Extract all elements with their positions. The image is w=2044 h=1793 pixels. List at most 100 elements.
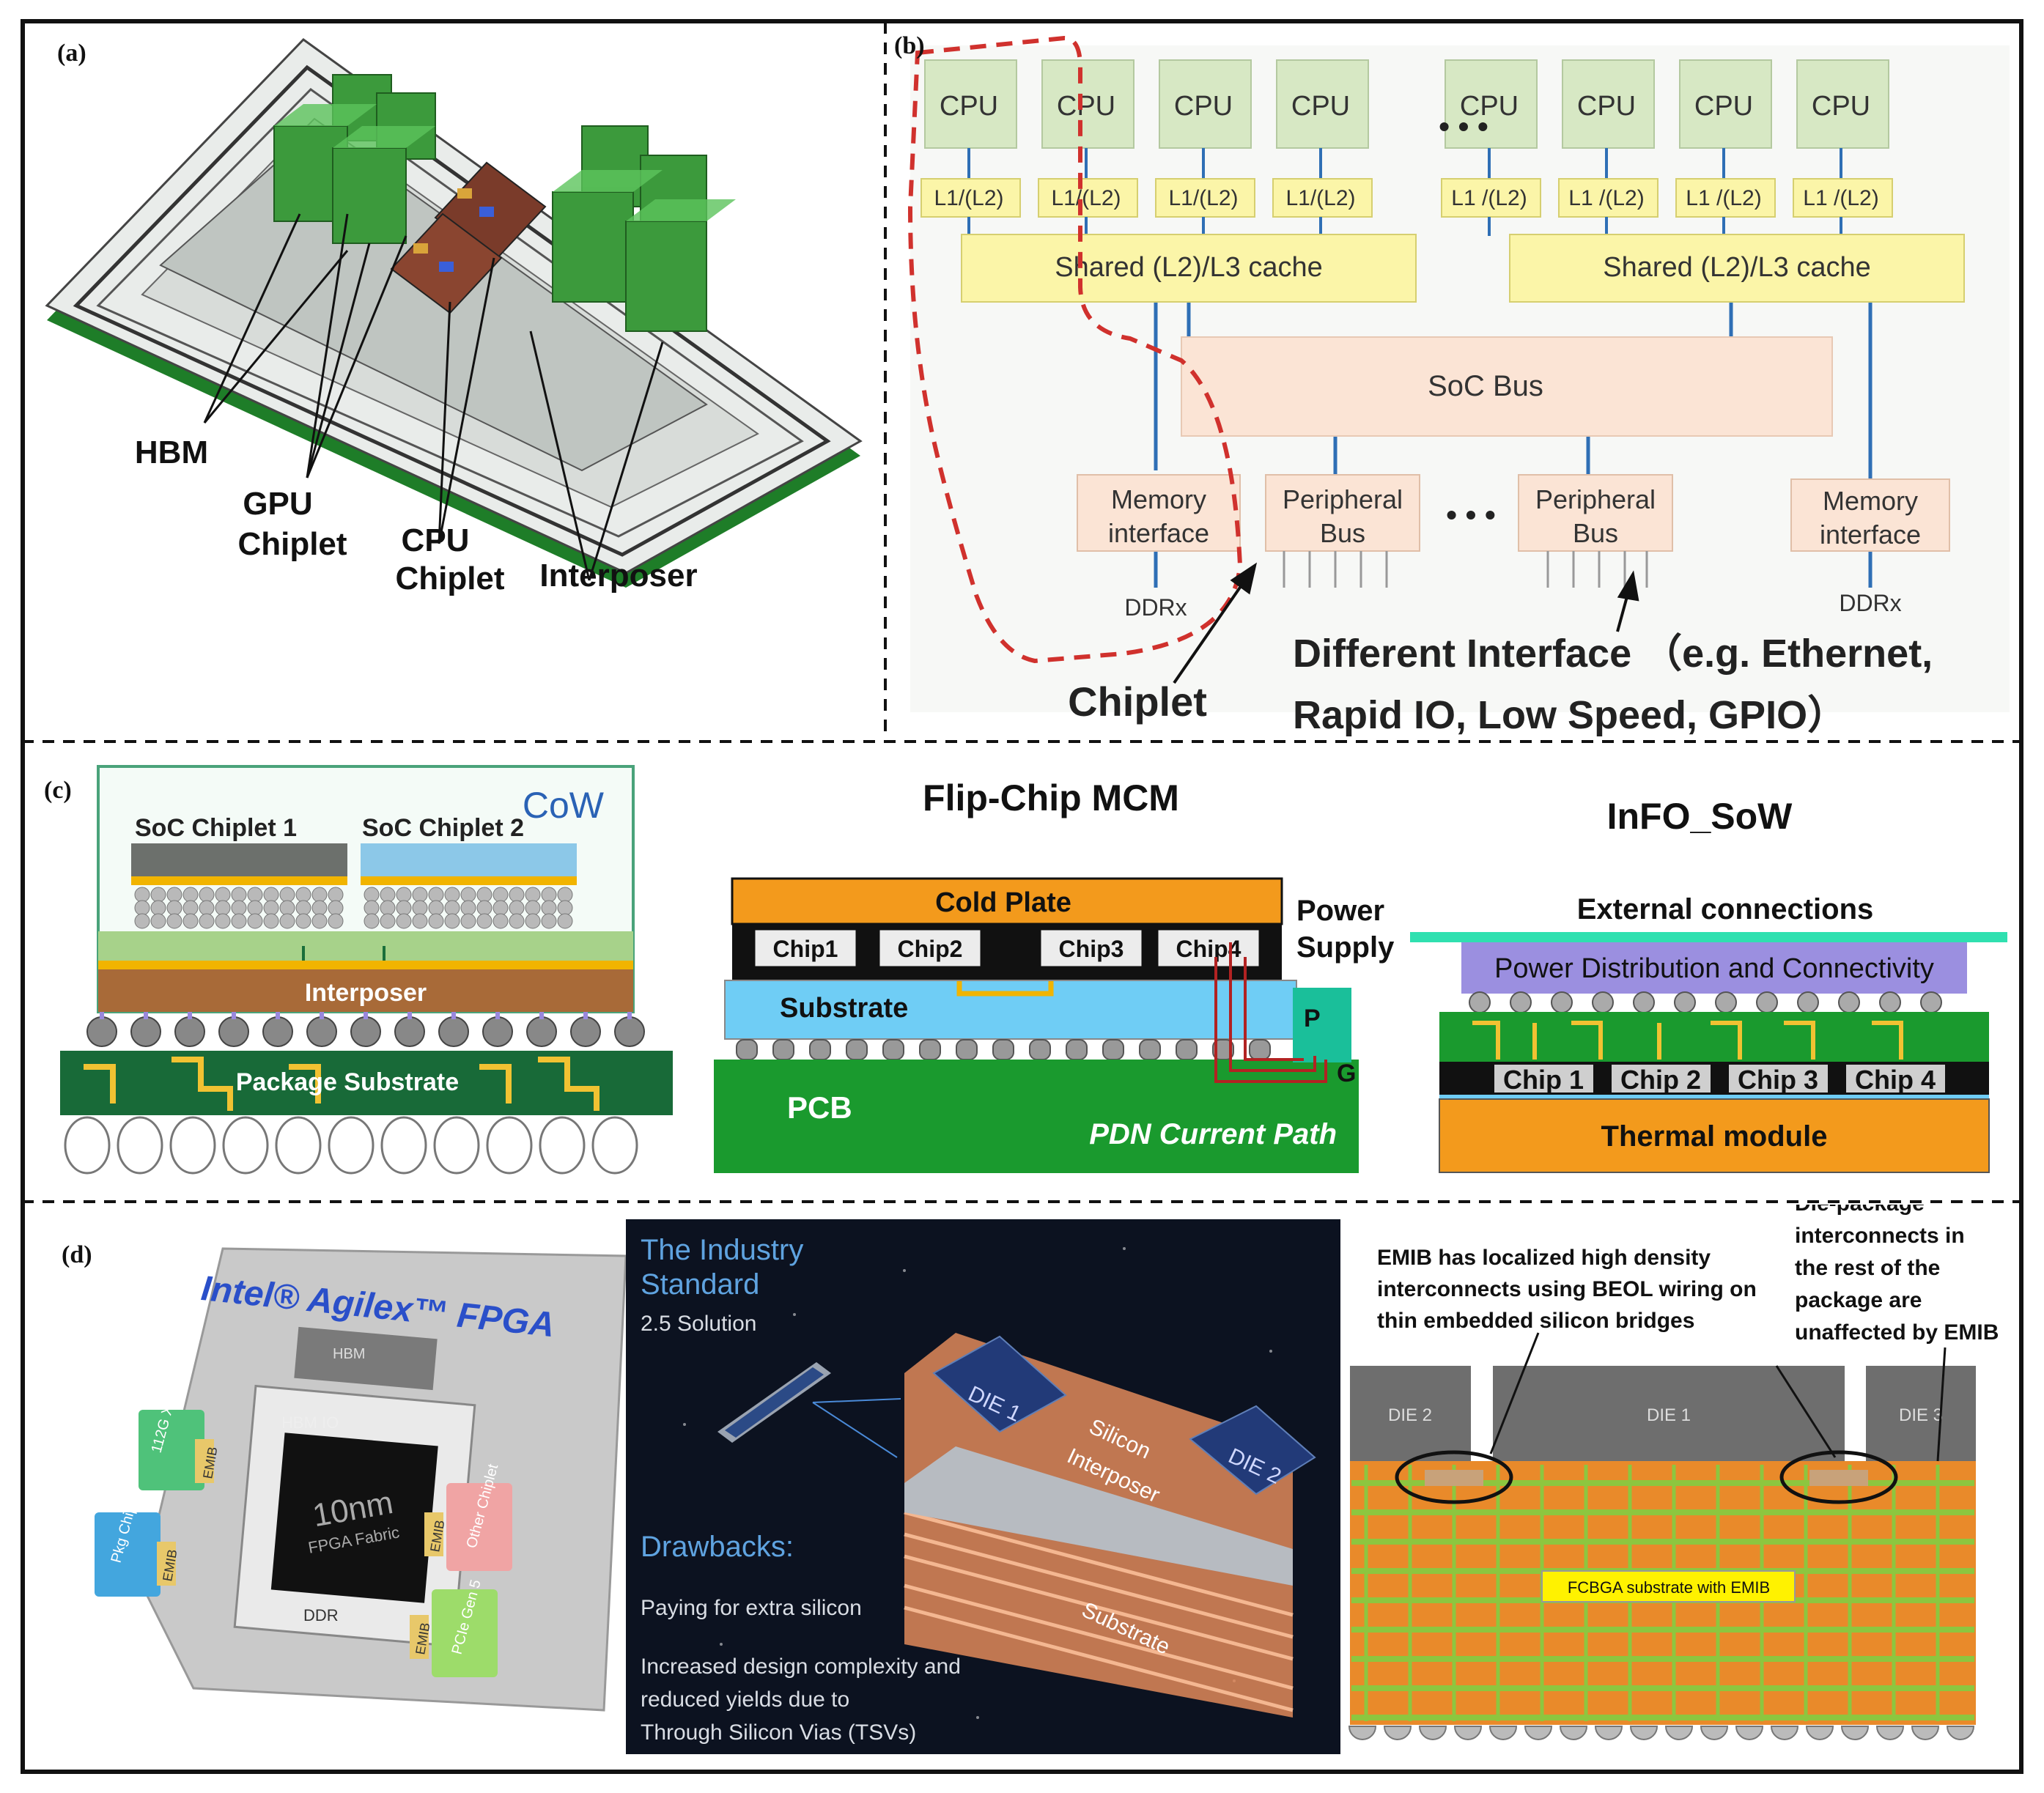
package-substrate-label: Package Substrate (236, 1068, 459, 1096)
cpu-core-label: CPU (940, 91, 998, 122)
multicore-soc-block-diagram: CPU L1/(L2) CPU L1/(L2) CPU L1/(L2) CPU L1/(L2)… (907, 35, 2010, 737)
l1-cache-label: L1/(L2) (1051, 186, 1121, 210)
cpu-core-label: CPU (1460, 91, 1519, 122)
info-chip2: Chip 2 (1620, 1065, 1701, 1095)
panel-b: (b) CPU L1/(L2) CPU L1/(L2) CPU L1/(L2) CPU L1/… (888, 23, 2023, 738)
pcb-label: PCB (787, 1090, 852, 1125)
emib-note1-l2: interconnects using BEOL wiring on (1377, 1277, 1757, 1301)
l1-cache-block (1675, 178, 1776, 218)
mcm-title: Flip-Chip MCM (923, 777, 1179, 818)
mcm-substrate-label: Substrate (780, 993, 908, 1024)
l1-cache-block (1038, 178, 1138, 218)
info-chip4: Chip 4 (1855, 1065, 1936, 1095)
external-connections-label: External connections (1577, 893, 1874, 925)
info-title: InFO_SoW (1607, 796, 1793, 837)
l1-cache-label: L1/(L2) (1168, 186, 1238, 210)
info-chip3: Chip 3 (1738, 1065, 1818, 1095)
pdn-label: PDN Current Path (1089, 1118, 1337, 1150)
memory-interface-left-l1: Memory (1111, 484, 1206, 514)
chiplet-dashed-outline (907, 35, 1243, 664)
mcm-chip3: Chip3 (1059, 936, 1124, 962)
l1-cache-label: L1 /(L2) (1803, 186, 1878, 210)
thermal-module-label: Thermal module (1601, 1120, 1828, 1153)
panel-b-tag: (b) (894, 32, 925, 59)
power-g-label: G (1337, 1060, 1356, 1087)
cpu-core-label: CPU (1577, 91, 1636, 122)
cpu-core-block (1159, 59, 1252, 149)
soc-bus-label: SoC Bus (1428, 370, 1543, 402)
interposer-label: Interposer (539, 558, 697, 594)
industry-drawbacks: Drawbacks: (641, 1531, 794, 1563)
panel-d: (d) Intel® Agilex™ FPGA HBM 10nm FPGA Fa… (25, 1191, 2023, 1772)
emib-die2: DIE 2 (1388, 1405, 1432, 1425)
emib-note1-l3: thin embedded silicon bridges (1377, 1309, 1694, 1333)
emib-die1: DIE 1 (1647, 1405, 1691, 1425)
info-chip1: Chip 1 (1503, 1065, 1584, 1095)
agilex-hbm: HBM (333, 1346, 365, 1362)
l1-cache-label: L1 /(L2) (1686, 186, 1761, 210)
memory-interface-left (1077, 474, 1241, 552)
cpu-core-label: CPU (1057, 91, 1115, 122)
industry-drawback-2b: reduced yields due to (641, 1687, 849, 1712)
peripheral-bus-left-l2: Bus (1320, 518, 1365, 548)
l1-cache-label: L1/(L2) (934, 186, 1003, 210)
packaging-cross-sections: CoW SoC Chiplet 1 SoC Chiplet 2 Interpos… (60, 765, 2007, 1175)
cpu-core-block (924, 59, 1017, 149)
agilex-fpga-package: Intel® Agilex™ FPGA HBM 10nm FPGA Fabric… (95, 1247, 627, 1712)
emib-cross-section: EMIB has localized high density intercon… (1348, 1191, 1999, 1740)
soc-bus-block (1181, 336, 1833, 437)
cow-interposer-label: Interposer (305, 979, 427, 1007)
cpu-core-label: CPU (1291, 91, 1350, 122)
memory-interface-right-l2: interface (1820, 520, 1921, 550)
cpu-ellipsis: • • • (1439, 109, 1488, 144)
peripheral-bus-right-l2: Bus (1573, 518, 1618, 548)
cow-title: CoW (523, 785, 605, 826)
shared-cache-right: Shared (L2)/L3 cache (1603, 252, 1870, 283)
l1-cache-label: L1 /(L2) (1451, 186, 1527, 210)
soc-chiplet1-label: SoC Chiplet 1 (135, 814, 297, 842)
cpu-chiplet-group (390, 161, 547, 314)
hbm-label: HBM (135, 435, 208, 470)
cow-diagram: CoW SoC Chiplet 1 SoC Chiplet 2 Interpos… (60, 765, 673, 1175)
cpu-core-block (1562, 59, 1655, 149)
interface-callout-line2: Rapid IO, Low Speed, GPIO） (1293, 693, 1847, 737)
emib-note2-l1: Die-package (1795, 1205, 1925, 1216)
l1-cache-block (1558, 178, 1659, 218)
ddr-label-right: DDRx (1839, 590, 1901, 616)
industry-drawback-2a: Increased design complexity and (641, 1655, 961, 1679)
memory-interface-left-l2: interface (1108, 518, 1209, 548)
power-supply-l2: Supply (1296, 931, 1395, 964)
cpu-core-block (1445, 59, 1538, 149)
cpu-core-block (1679, 59, 1772, 149)
agilex-ddr: DDR (303, 1606, 339, 1624)
industry-drawback-1: Paying for extra silicon (641, 1596, 862, 1620)
memory-interface-right (1790, 478, 1950, 552)
flip-chip-mcm-diagram: Flip-Chip MCM Cold Plate Chip1 Chip2 Chi… (714, 777, 1395, 1173)
peripheral-bus-left (1265, 474, 1420, 552)
chiplet-callout: Chiplet (1068, 679, 1207, 725)
l1-cache-block (1793, 178, 1893, 218)
l1-cache-block (1155, 178, 1255, 218)
cpu-label-line1: CPU (402, 522, 470, 558)
agilex-hbm-io: HBM IO (281, 1413, 339, 1432)
memory-interface-right-l1: Memory (1823, 486, 1918, 516)
peripheral-bus-right (1518, 474, 1673, 552)
peripheral-bus-right-l1: Peripheral (1535, 484, 1656, 514)
cpu-core-label: CPU (1812, 91, 1870, 122)
panel-c-tag: (c) (44, 777, 72, 804)
l1-cache-label: L1/(L2) (1285, 186, 1355, 210)
cold-plate-label: Cold Plate (935, 887, 1071, 918)
cpu-core-block (1796, 59, 1889, 149)
l1-cache-label: L1 /(L2) (1568, 186, 1644, 210)
ddr-label-left: DDRx (1124, 594, 1187, 621)
panel-a: (a) (25, 23, 882, 738)
panel-c: (c) CoW SoC Chiplet 1 SoC Chiplet 2 Inte… (25, 744, 2023, 1199)
cpu-core-label: CPU (1174, 91, 1233, 122)
industry-drawback-2c: Through Silicon Vias (TSVs) (641, 1720, 916, 1745)
emib-note2-l4: package are (1795, 1288, 1922, 1312)
figure-frame (21, 19, 2023, 1774)
mcm-chip2: Chip2 (898, 936, 963, 962)
cpu-core-label: CPU (1694, 91, 1753, 122)
l1-cache-block (920, 178, 1021, 218)
